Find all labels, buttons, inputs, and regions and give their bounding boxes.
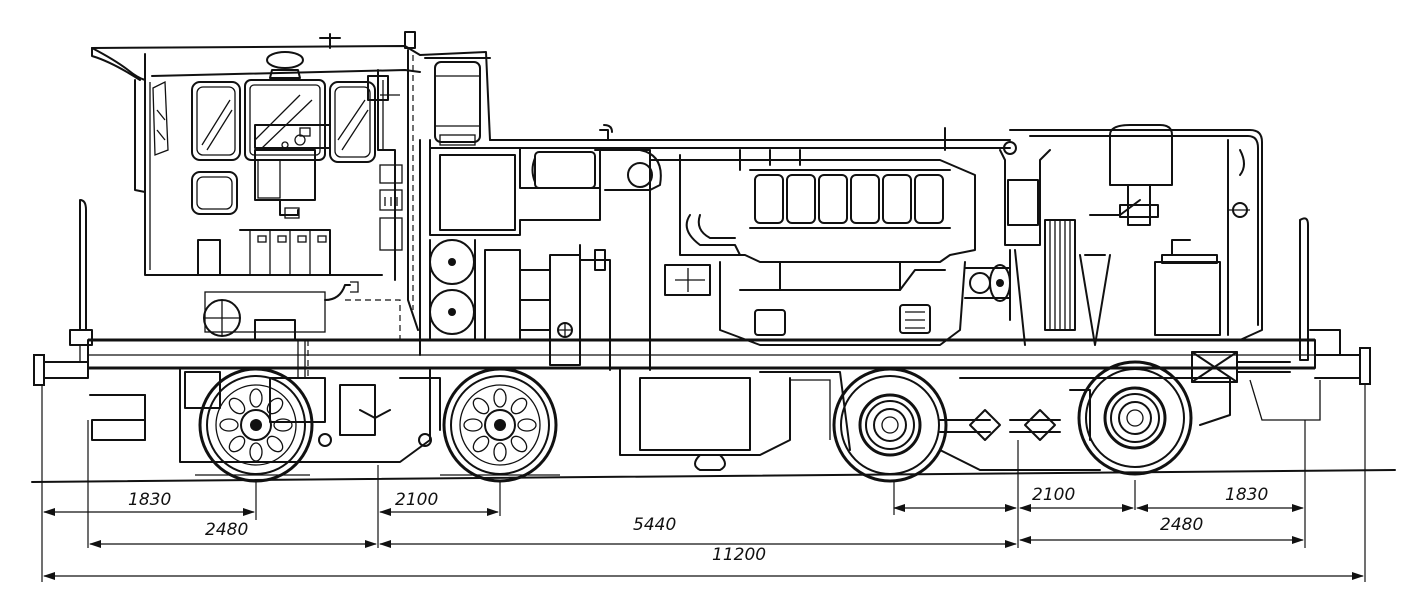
wheel-1: [198, 367, 314, 483]
cab-window-front: [244, 79, 326, 161]
wheel-3: [832, 367, 948, 483]
dim-label-left-bogie-center: 2480: [205, 520, 248, 540]
main-frame: [33, 217, 1371, 441]
dim-label-right-overhang: 1830: [1225, 485, 1268, 505]
bogie-front: [179, 281, 560, 483]
engine-compartment: [419, 57, 1263, 371]
dim-label-right-wheelbase: 2100: [1032, 485, 1075, 505]
bogie-rear: [619, 360, 1231, 483]
dim-label-right-bogie-center: 2480: [1160, 515, 1203, 535]
cab-window-right: [329, 81, 376, 163]
wheel-2: [442, 367, 558, 483]
air-tank: [1109, 124, 1173, 186]
cab-window-left: [191, 81, 241, 161]
dim-label-left-wheelbase: 2100: [395, 490, 438, 510]
cab: [69, 31, 491, 362]
rail-line: [31, 469, 1396, 483]
cylinder-heads: [754, 174, 944, 224]
dim-label-overall-length: 11200: [712, 545, 766, 565]
dimension-lines: 1830 2480 2100 5440 2100 1830 2480 11200: [41, 385, 1366, 582]
dim-label-bogie-center-distance: 5440: [633, 515, 676, 535]
dim-label-left-overhang: 1830: [128, 490, 171, 510]
